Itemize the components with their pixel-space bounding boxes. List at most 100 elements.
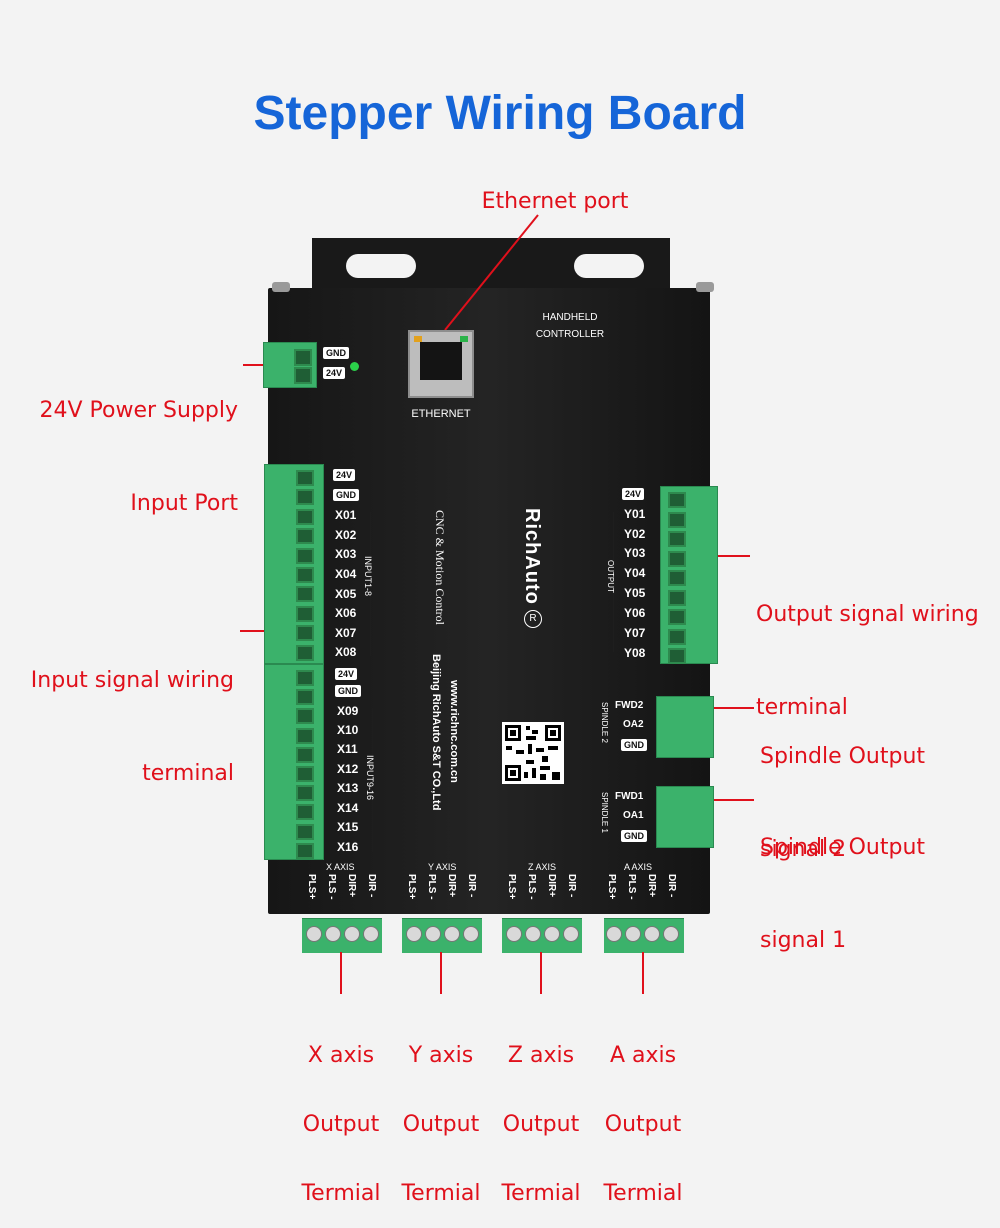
axis-pin-label: PLS+	[506, 874, 517, 900]
screw-icon	[406, 926, 422, 942]
screw-icon	[425, 926, 441, 942]
input-pin-x03: X03	[335, 547, 357, 561]
terminal-slot	[296, 785, 314, 802]
y-axis-output-label: Y axis Output Termial	[390, 998, 492, 1228]
y-axis-pointer-line	[440, 952, 442, 994]
output-terminal-label: Output signal wiring terminal	[756, 537, 979, 754]
product-subtitle: CNC & Motion Control	[433, 510, 447, 626]
terminal-slot	[668, 609, 686, 625]
screw-icon	[563, 926, 579, 942]
terminal-slot	[668, 628, 686, 645]
input-terminal-9-16[interactable]	[264, 664, 324, 860]
terminal-slot	[294, 367, 312, 384]
terminal-slot	[668, 570, 686, 586]
terminal-slot	[668, 531, 686, 547]
ethernet-port[interactable]	[408, 330, 474, 398]
y-axis-line1: Y axis	[408, 1043, 474, 1068]
input-pin-x13: X13	[337, 781, 359, 795]
x-axis-pointer-line	[340, 952, 342, 994]
input1-gnd: GND	[333, 489, 359, 501]
terminal-slot	[668, 589, 686, 606]
x-axis-line1: X axis	[307, 1043, 375, 1068]
power-terminal[interactable]	[263, 342, 317, 388]
terminal-slot	[296, 567, 314, 583]
a-axis-output-label: A axis Output Termial	[592, 998, 694, 1228]
axis-pin-label: DIR -	[366, 874, 377, 898]
input-terminal-1-8[interactable]	[264, 464, 324, 664]
axis-pin-label: DIR -	[666, 874, 677, 898]
input-pin-x14: X14	[337, 801, 359, 815]
axis-pin-label: PLS -	[526, 874, 537, 900]
axis-pin-label: DIR+	[546, 874, 557, 898]
terminal-slot	[296, 547, 314, 564]
terminal-slot	[296, 708, 314, 725]
qr-code-icon	[502, 722, 564, 784]
terminal-slot	[668, 648, 686, 664]
power-pin-24v: 24V	[323, 367, 346, 379]
terminal-slot	[296, 766, 314, 782]
input-pin-x04: X04	[335, 567, 357, 581]
input-terminal-label: Input signal wiring terminal	[10, 603, 234, 820]
z-axis-line1: Z axis	[507, 1043, 575, 1068]
screw-icon	[272, 282, 290, 292]
z-axis-pointer-line	[540, 952, 542, 994]
spindle1-pin-oa1: OA1	[623, 810, 644, 821]
input-pin-x12: X12	[337, 762, 359, 776]
x-axis-line2: Output	[302, 1112, 380, 1137]
axis-pin-label: DIR -	[566, 874, 577, 898]
input-pin-x02: X02	[335, 528, 357, 542]
spindle2-terminal[interactable]	[656, 696, 714, 758]
terminal-slot	[296, 586, 314, 603]
terminal-slot	[296, 489, 314, 506]
output-24v: 24V	[622, 488, 645, 500]
terminal-slot	[296, 508, 314, 525]
led-icon	[414, 336, 422, 342]
output-pin-y08: Y08	[624, 646, 646, 660]
output-pin-y03: Y03	[624, 546, 646, 560]
output-group-label: OUTPUT	[606, 560, 615, 593]
terminal-slot	[296, 804, 314, 821]
led-icon	[460, 336, 468, 342]
terminal-slot	[296, 528, 314, 545]
power-label-line2: Input Port	[130, 491, 238, 516]
a-axis-line2: Output	[604, 1112, 682, 1137]
ethernet-label: ETHERNET	[411, 408, 471, 420]
y-axis-line3: Termial	[401, 1181, 481, 1206]
a-axis-line3: Termial	[603, 1181, 683, 1206]
input2-24v: 24V	[335, 668, 358, 680]
output-pin-y07: Y07	[624, 626, 646, 640]
terminal-slot	[296, 746, 314, 763]
spindle1-terminal[interactable]	[656, 786, 714, 848]
output-pin-y01: Y01	[624, 507, 646, 521]
company-text: Beijing RichAuto S&T CO.,Ltd	[430, 654, 442, 811]
axis-pin-label: DIR+	[446, 874, 457, 898]
axis-pin-label: PLS -	[326, 874, 337, 900]
output-label-line1: Output signal wiring	[756, 602, 979, 627]
screw-icon	[525, 926, 541, 942]
input-pin-x01: X01	[335, 508, 357, 522]
controller-board	[268, 288, 710, 914]
input-pin-x15: X15	[337, 820, 359, 834]
terminal-slot	[668, 492, 686, 508]
screw-icon	[306, 926, 322, 942]
rj45-socket-icon	[420, 342, 462, 380]
handheld-line1: HANDHELD	[542, 312, 598, 323]
terminal-slot	[296, 823, 314, 840]
power-pointer-line	[243, 364, 265, 366]
spindle2-label: Spindle Output signal 2	[760, 679, 925, 896]
annotation-lines	[444, 214, 539, 331]
screw-icon	[463, 926, 479, 942]
screw-icon	[363, 926, 379, 942]
z-axis-header: Z AXIS	[528, 862, 557, 872]
input-label-line1: Input signal wiring	[30, 668, 234, 693]
axis-pin-label: DIR+	[346, 874, 357, 898]
screw-icon	[696, 282, 714, 292]
input-pin-x06: X06	[335, 606, 357, 620]
a-axis-line1: A axis	[609, 1043, 677, 1068]
screw-icon	[544, 926, 560, 942]
terminal-slot	[668, 511, 686, 528]
input-label-line2: terminal	[142, 761, 234, 786]
registered-mark-icon: R	[524, 610, 542, 628]
input-pin-x11: X11	[337, 742, 358, 756]
terminal-slot	[296, 842, 314, 859]
